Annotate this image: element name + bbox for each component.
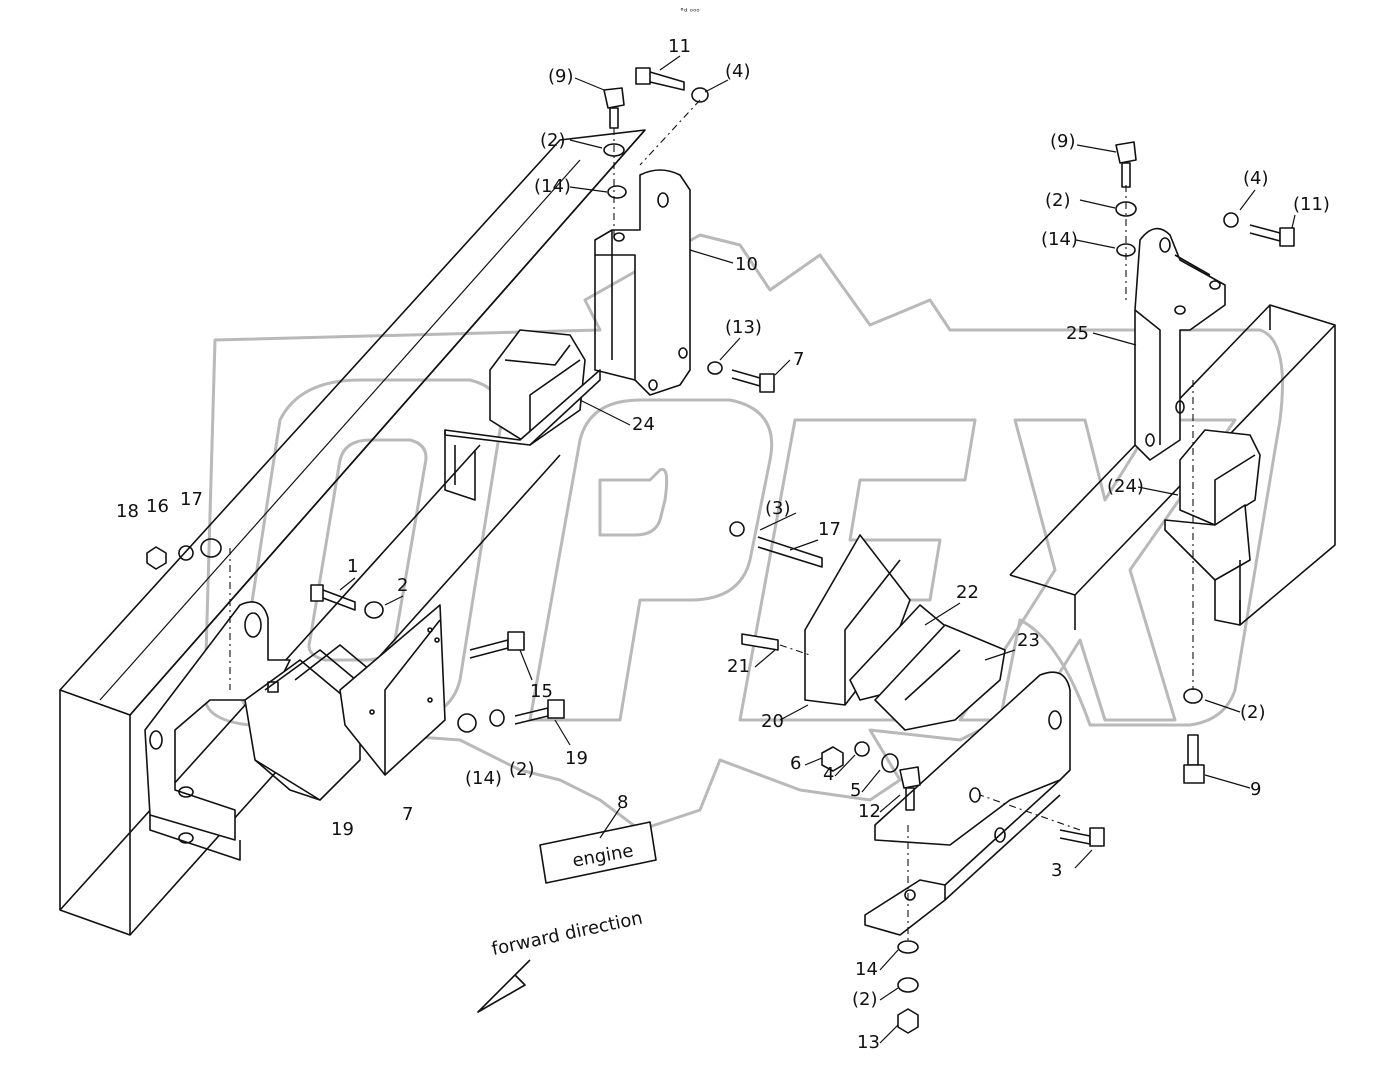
callout: 7 (793, 349, 804, 370)
callout: 5 (850, 780, 861, 801)
callout: 17 (818, 519, 841, 540)
right-bracket-25 (1134, 227, 1226, 461)
callout: 11 (668, 36, 691, 57)
callout: 21 (727, 656, 750, 677)
callout: 19 (331, 819, 354, 840)
callout: (14) (534, 176, 571, 197)
callout: (24) (1107, 476, 1144, 497)
header-mark: °ᵈ ᵒᵒᵒ (680, 7, 700, 16)
callout: 7 (402, 804, 413, 825)
right-plate-23 (874, 624, 1006, 731)
callout: (11) (1293, 194, 1330, 215)
callout: 16 (146, 496, 169, 517)
callout: 9 (1250, 779, 1261, 800)
right-rubber-24 (1164, 429, 1261, 626)
callout: 17 (180, 489, 203, 510)
centerlines (229, 99, 1194, 940)
upper-bracket-10 (594, 169, 691, 396)
callout: 23 (1017, 630, 1040, 651)
callout: (2) (852, 989, 878, 1010)
callout: 19 (565, 748, 588, 769)
callout: (13) (725, 317, 762, 338)
left-mount-bracket (144, 601, 291, 861)
callout: (3) (765, 498, 791, 519)
left-frame-rail (59, 129, 646, 936)
callout: 6 (790, 753, 801, 774)
engine-box (539, 821, 657, 884)
callout: (2) (509, 759, 535, 780)
callout: 8 (617, 792, 628, 813)
forward-direction-text: forward direction (490, 908, 645, 960)
callout: (14) (1041, 229, 1078, 250)
callout: 4 (823, 764, 834, 785)
callout: 18 (116, 501, 139, 522)
callout: (2) (1240, 702, 1266, 723)
callout: 12 (858, 801, 881, 822)
upper-rubber-24 (444, 329, 601, 501)
callout: (2) (540, 130, 566, 151)
left-plate-7 (339, 604, 446, 776)
leader-lines (339, 55, 1296, 1044)
callout: (14) (465, 768, 502, 789)
callout: 20 (761, 711, 784, 732)
callout: 14 (855, 959, 878, 980)
forward-direction-group: forward direction (477, 908, 645, 1013)
callout: (9) (1050, 131, 1076, 152)
callout-labels: (9) 11 (4) (2) (14) 10 (13) 7 24 18 16 1… (116, 36, 1330, 1053)
callout: 13 (857, 1032, 880, 1053)
right-lower-bracket (864, 671, 1071, 936)
fasteners (146, 67, 1295, 1034)
callout: 3 (1051, 860, 1062, 881)
engine-label-group: engine (539, 807, 657, 884)
callout: 10 (735, 254, 758, 275)
callout: (4) (1243, 168, 1269, 189)
callout: 24 (632, 414, 655, 435)
callout: 25 (1066, 323, 1089, 344)
callout: (2) (1045, 190, 1071, 211)
callout: (4) (725, 61, 751, 82)
callout: 15 (530, 681, 553, 702)
callout: (9) (548, 66, 574, 87)
forward-arrow-icon (477, 974, 526, 1013)
callout: 2 (397, 575, 408, 596)
callout: 22 (956, 582, 979, 603)
callout: 1 (347, 556, 358, 577)
